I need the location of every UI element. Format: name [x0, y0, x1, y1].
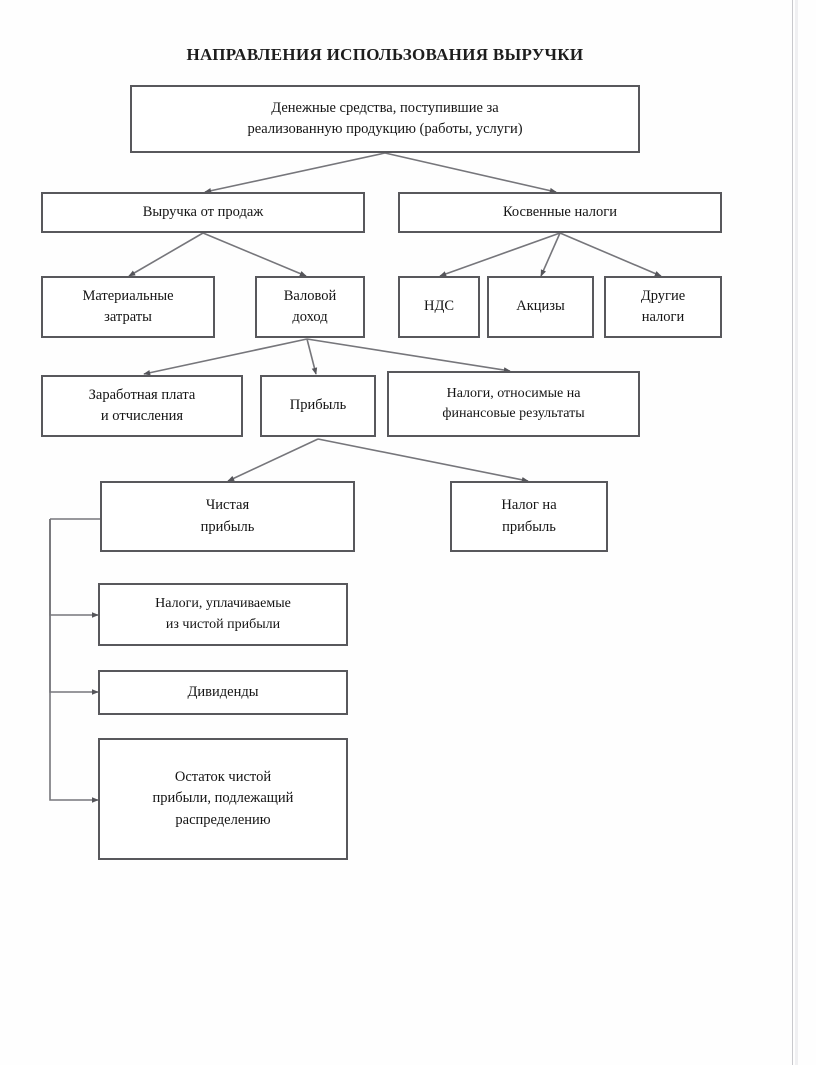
node-gross-income[interactable]: Валовой доход — [255, 276, 365, 338]
node-excise-label: Акцизы — [516, 298, 565, 315]
node-material-costs-label: Материальные затраты — [82, 287, 174, 325]
edge-revenue-to-gross-income — [202, 232, 307, 277]
edge-gross-to-fin-res — [306, 338, 511, 373]
node-dividends-label: Дивиденды — [187, 683, 259, 700]
node-taxes-from-net-profit[interactable]: Налоги, уплачиваемые из чистой прибыли — [98, 583, 348, 646]
node-net-profit-label: Чистая прибыль — [200, 497, 255, 535]
edge-cash-to-indirect-tax — [384, 152, 557, 194]
node-wages[interactable]: Заработная плата и отчисления — [41, 375, 243, 437]
node-profit[interactable]: Прибыль — [260, 375, 376, 437]
node-taxes-from-net-profit-label: Налоги, уплачиваемые из чистой прибыли — [155, 596, 291, 632]
node-wages-label: Заработная плата и отчисления — [88, 386, 196, 424]
edge-net-profit-to-taxes-from-np — [49, 519, 99, 618]
edge-profit-to-net-profit — [227, 438, 319, 482]
node-financial-result-taxes[interactable]: Налоги, относимые на финансовые результа… — [387, 371, 640, 437]
node-cash[interactable]: Денежные средства, поступившие за реализ… — [130, 85, 640, 153]
node-financial-result-taxes-label: Налоги, относимые на финансовые результа… — [442, 385, 585, 421]
node-excise[interactable]: Акцизы — [487, 276, 594, 338]
page-title: НАПРАВЛЕНИЯ ИСПОЛЬЗОВАНИЯ ВЫРУЧКИ — [186, 45, 584, 64]
node-remainder-label: Остаток чистой прибыли, подлежащий распр… — [152, 769, 294, 828]
edge-profit-to-profit-tax — [317, 438, 529, 483]
node-vat[interactable]: НДС — [398, 276, 480, 338]
node-gross-income-label: Валовой доход — [283, 287, 337, 325]
edge-gross-to-wages — [143, 338, 308, 376]
node-indirect-taxes[interactable]: Косвенные налоги — [398, 192, 722, 233]
edge-revenue-to-material — [128, 232, 204, 277]
edge-gross-to-profit — [306, 338, 318, 375]
node-other-taxes-label: Другие налоги — [640, 287, 686, 325]
page-edge-line — [792, 0, 793, 1065]
page-edge-shadow — [795, 0, 798, 1065]
edge-indirect-to-excise — [540, 232, 561, 277]
node-material-costs[interactable]: Материальные затраты — [41, 276, 215, 338]
node-cash-label: Денежные средства, поступившие за реализ… — [247, 99, 523, 137]
node-profit-tax-label: Налог на прибыль — [501, 497, 557, 535]
edge-cash-to-revenue — [204, 152, 386, 194]
node-revenue-label: Выручка от продаж — [142, 203, 264, 220]
node-profit-tax[interactable]: Налог на прибыль — [450, 481, 608, 552]
edge-net-profit-to-dividends — [49, 519, 99, 695]
edge-net-profit-to-remainder — [49, 519, 99, 803]
node-net-profit[interactable]: Чистая прибыль — [100, 481, 355, 552]
node-indirect-taxes-label: Косвенные налоги — [502, 203, 618, 220]
node-profit-label: Прибыль — [289, 397, 347, 414]
node-remainder[interactable]: Остаток чистой прибыли, подлежащий распр… — [98, 738, 348, 860]
node-revenue[interactable]: Выручка от продаж — [41, 192, 365, 233]
node-dividends[interactable]: Дивиденды — [98, 670, 348, 715]
node-vat-label: НДС — [423, 298, 455, 315]
edge-indirect-to-vat — [439, 232, 561, 277]
node-other-taxes[interactable]: Другие налоги — [604, 276, 722, 338]
edge-indirect-to-other-taxes — [559, 232, 662, 277]
